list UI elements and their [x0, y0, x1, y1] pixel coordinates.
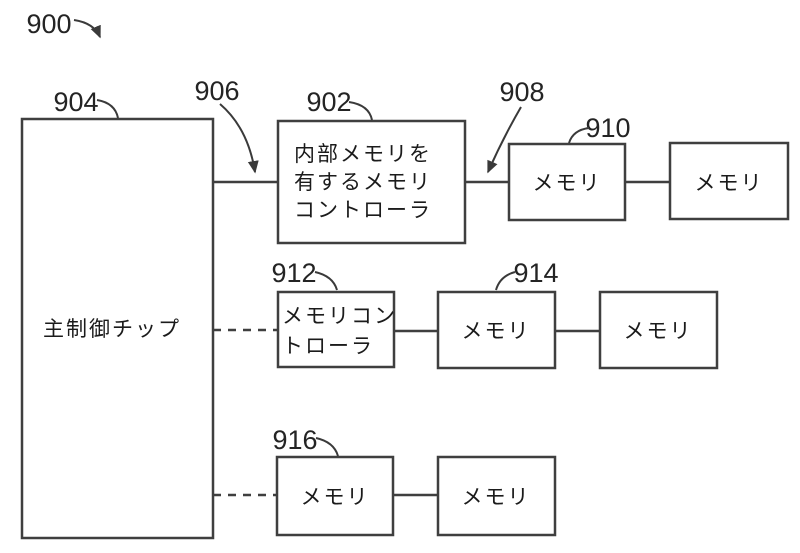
- ref-arrow-906: [219, 103, 259, 174]
- ref-leader-916: [315, 437, 339, 457]
- memory-controller-internal-box: [276, 119, 467, 245]
- ref-leader-910: [568, 127, 590, 144]
- ref-label-910: 910: [585, 113, 630, 143]
- figure-ref-label-900: 900: [26, 9, 71, 39]
- ref-label-902: 902: [306, 87, 351, 117]
- ref-leader-902: [348, 101, 373, 121]
- memory-box-916: [275, 455, 395, 537]
- ref-label-908: 908: [499, 77, 544, 107]
- ref-label-914: 914: [513, 258, 558, 288]
- memory-controller-box-912: [276, 290, 396, 369]
- ref-label-904: 904: [53, 87, 98, 117]
- memory-box-mid-right-label: メモリ: [624, 319, 693, 343]
- main-control-chip-label: 主制御チップ: [43, 317, 181, 341]
- memory-box-914-label: メモリ: [462, 319, 531, 343]
- memory-box-bottom-right-label: メモリ: [462, 485, 531, 509]
- memory-controller-912-line-1: メモリコン: [282, 304, 397, 328]
- ref-leader-914: [495, 271, 516, 291]
- memory-box-bottom-right: [436, 455, 557, 537]
- ref-label-912: 912: [271, 258, 316, 288]
- ref-label-906: 906: [194, 76, 239, 106]
- memory-box-top-right-label: メモリ: [695, 171, 764, 195]
- memory-box-top-right: [668, 141, 790, 221]
- ref-label-916: 916: [272, 425, 317, 455]
- memory-box-910: [507, 142, 627, 222]
- memory-box-916-label: メモリ: [301, 485, 370, 509]
- memory-box-914: [436, 290, 557, 370]
- memory-controller-internal-line-1: 内部メモリを: [294, 142, 432, 166]
- main-control-chip-box: [20, 117, 215, 540]
- figure-ref-arrow-900: [73, 19, 101, 39]
- ref-leader-912: [314, 271, 338, 291]
- memory-box-mid-right: [598, 290, 719, 370]
- ref-leader-904: [96, 99, 119, 119]
- ref-arrow-908: [487, 106, 522, 174]
- memory-box-910-label: メモリ: [533, 171, 602, 195]
- memory-controller-internal-line-2: 有するメモリ: [294, 170, 432, 194]
- memory-controller-912-line-2: トローラ: [282, 334, 374, 358]
- memory-controller-internal-line-3: コントローラ: [294, 198, 432, 222]
